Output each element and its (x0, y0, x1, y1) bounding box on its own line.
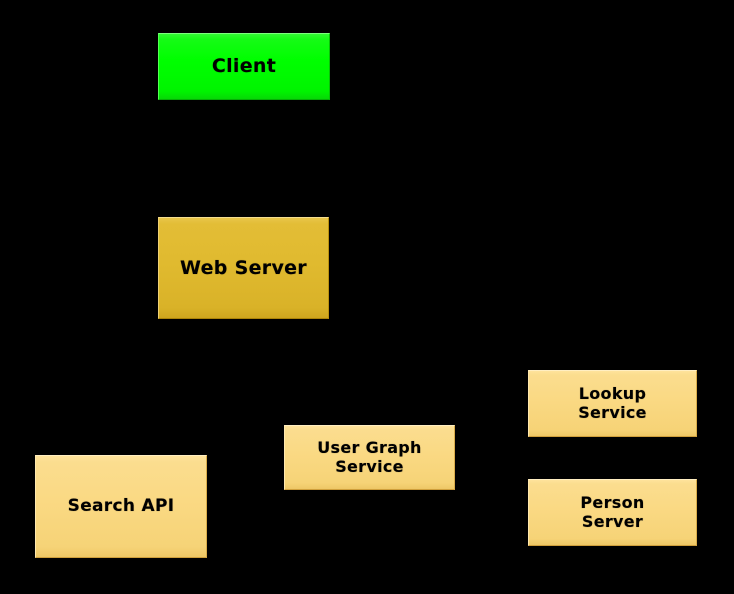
diagram-node-user-graph-service[interactable]: User Graph Service (284, 425, 455, 490)
node-label-search-api: Search API (67, 496, 175, 517)
node-label-lookup-service: Lookup Service (578, 383, 647, 422)
node-label-user-graph-service: User Graph Service (317, 437, 422, 476)
diagram-node-lookup-service[interactable]: Lookup Service (528, 370, 697, 437)
diagram-node-search-api[interactable]: Search API (35, 455, 207, 558)
diagram-node-client[interactable]: Client (158, 33, 330, 100)
node-label-person-server: Person Server (580, 492, 645, 531)
node-label-client: Client (211, 55, 277, 78)
diagram-node-web-server[interactable]: Web Server (158, 217, 329, 319)
node-label-web-server: Web Server (180, 256, 307, 279)
diagram-node-person-server[interactable]: Person Server (528, 479, 697, 546)
